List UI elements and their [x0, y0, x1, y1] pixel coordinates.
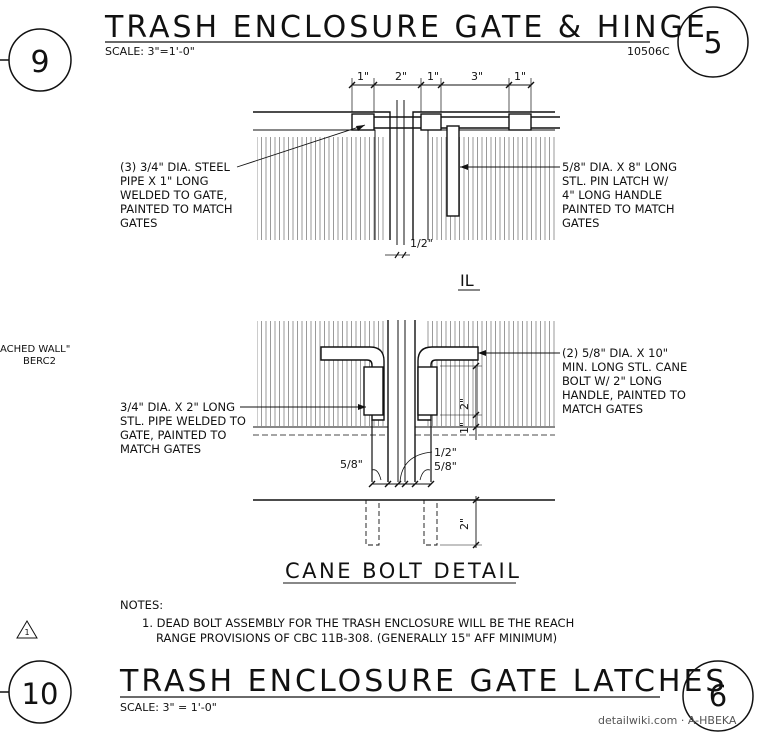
revision-triangle-label: 1: [24, 628, 29, 637]
callout-line: MATCH GATES: [120, 442, 201, 456]
bottom-detail-header: 10 TRASH ENCLOSURE GATE LATCHES SCALE: 3…: [0, 660, 754, 732]
detail-marker-6-label: 6: [709, 679, 727, 713]
cut-left-text: ACHED WALL" BERC2: [0, 344, 70, 367]
top-detail-scale: SCALE: 3"=1'-0": [105, 45, 195, 58]
top-detail-header: 9 TRASH ENCLOSURE GATE & HINGE SCALE: 3"…: [0, 6, 749, 92]
dim-2in: 2": [395, 70, 407, 83]
dim-1in-a: 1": [357, 70, 369, 83]
top-callout-left: (3) 3/4" DIA. STEEL PIPE X 1" LONG WELDE…: [120, 160, 233, 230]
notes-heading: NOTES:: [120, 598, 163, 612]
callout-line: GATES: [120, 216, 157, 230]
dim-v1: 2": [458, 398, 471, 410]
dim-center: 1/2": [434, 446, 457, 459]
callout-line: 3/4" DIA. X 2" LONG: [120, 400, 235, 414]
cane-callout-right: (2) 5/8" DIA. X 10" MIN. LONG STL. CANE …: [562, 346, 687, 416]
hinge-plan-drawing: [236, 78, 560, 259]
callout-line: GATE, PAINTED TO: [120, 428, 226, 442]
note-line-1: 1. DEAD BOLT ASSEMBLY FOR THE TRASH ENCL…: [142, 616, 574, 630]
dim-1in-b: 1": [427, 70, 439, 83]
gap-dimension: 1/2": [410, 237, 433, 250]
dim-v2: 1": [458, 422, 471, 434]
revision-triangle-icon: [16, 620, 38, 639]
callout-line: GATES: [562, 216, 599, 230]
callout-line: BOLT W/ 2" LONG: [562, 374, 662, 388]
detail-marker-9-label: 9: [30, 45, 49, 80]
cane-bolt-dimensions: 5/8" 1/2" 5/8" 2" 1" 2": [340, 398, 471, 530]
callout-line: STL. PIPE WELDED TO: [120, 414, 246, 428]
cane-bolt-drawing: [240, 320, 560, 549]
detail-marker-5: [677, 6, 749, 78]
dim-right: 5/8": [434, 460, 457, 473]
callout-line: STL. PIN LATCH W/: [562, 174, 668, 188]
callout-line: WELDED TO GATE,: [120, 188, 227, 202]
dim-3in: 3": [471, 70, 483, 83]
callout-line: 4" LONG HANDLE: [562, 188, 662, 202]
callout-line: (3) 3/4" DIA. STEEL: [120, 160, 230, 174]
bottom-detail-scale: SCALE: 3" = 1'-0": [120, 701, 217, 714]
watermark: detailwiki.com · A-HBEKA: [598, 714, 737, 727]
detail-marker-10-label: 10: [22, 677, 59, 711]
callout-line: PIPE X 1" LONG: [120, 174, 209, 188]
callout-line: MIN. LONG STL. CANE: [562, 360, 687, 374]
callout-line: (2) 5/8" DIA. X 10": [562, 346, 668, 360]
bottom-detail-title: TRASH ENCLOSURE GATE LATCHES: [119, 664, 727, 699]
top-detail-title: TRASH ENCLOSURE GATE & HINGE: [104, 10, 708, 45]
callout-line: 5/8" DIA. X 8" LONG: [562, 160, 677, 174]
cut-text-line: BERC2: [23, 356, 56, 367]
callout-line: MATCH GATES: [562, 402, 643, 416]
detail-marker-6: [682, 660, 754, 732]
callout-line: PAINTED TO MATCH: [562, 202, 675, 216]
note-line-2: RANGE PROVISIONS OF CBC 11B-308. (GENERA…: [156, 631, 557, 645]
top-detail-code: 10506C: [627, 45, 670, 58]
notes-block: NOTES: 1. DEAD BOLT ASSEMBLY FOR THE TRA…: [16, 598, 574, 645]
callout-line: PAINTED TO MATCH: [120, 202, 233, 216]
cane-callout-left: 3/4" DIA. X 2" LONG STL. PIPE WELDED TO …: [120, 400, 246, 456]
dim-v3: 2": [458, 518, 471, 530]
cane-bolt-title: CANE BOLT DETAIL: [285, 559, 521, 583]
dim-left: 5/8": [340, 458, 363, 471]
partial-title: IL: [460, 271, 474, 290]
cut-text-line: ACHED WALL": [0, 344, 70, 355]
top-callout-right: 5/8" DIA. X 8" LONG STL. PIN LATCH W/ 4"…: [562, 160, 677, 230]
detail-marker-5-label: 5: [703, 26, 722, 61]
top-dimension-labels: 1" 2" 1" 3" 1" 1/2" IL: [357, 70, 526, 291]
dim-1in-c: 1": [514, 70, 526, 83]
callout-line: HANDLE, PAINTED TO: [562, 388, 686, 402]
